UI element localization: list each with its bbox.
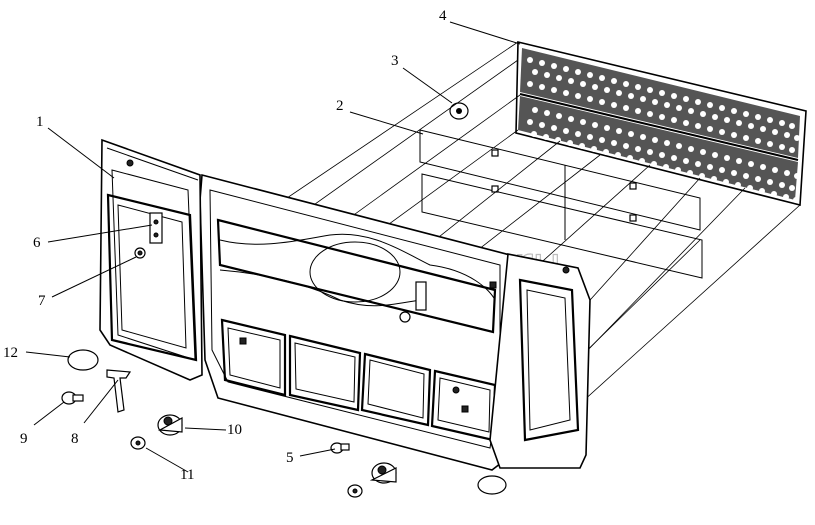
screw-9 bbox=[61, 391, 84, 405]
horn-lower bbox=[369, 462, 397, 484]
cap-left bbox=[67, 349, 99, 371]
callout-2: 2 bbox=[336, 98, 344, 114]
nut-7 bbox=[134, 247, 146, 259]
callout-10: 10 bbox=[227, 422, 242, 438]
callout-1: 1 bbox=[36, 114, 44, 130]
nut-11 bbox=[130, 436, 146, 450]
callout-3: 3 bbox=[391, 53, 399, 69]
right-side-panel bbox=[489, 253, 591, 469]
front-panel-frame bbox=[199, 173, 511, 471]
latch bbox=[106, 369, 132, 413]
callout-6: 6 bbox=[33, 235, 41, 251]
nut-lower bbox=[347, 484, 363, 498]
spacer-panels bbox=[419, 129, 703, 279]
cap-right bbox=[477, 475, 507, 495]
callout-12: 12 bbox=[3, 345, 18, 361]
callout-9: 9 bbox=[20, 431, 28, 447]
callouts: 1 2 3 4 5 6 7 8 9 10 11 12 bbox=[3, 8, 447, 483]
washer bbox=[449, 102, 469, 120]
callout-7: 7 bbox=[38, 293, 46, 309]
callout-11: 11 bbox=[180, 467, 194, 483]
bracket bbox=[149, 212, 163, 244]
grille-mesh bbox=[515, 40, 807, 207]
bolt-5 bbox=[330, 442, 350, 454]
callout-8: 8 bbox=[71, 431, 79, 447]
callout-4: 4 bbox=[439, 8, 447, 24]
left-side-panel bbox=[99, 138, 203, 381]
leader-lines bbox=[25, 21, 521, 473]
horn-10 bbox=[157, 414, 183, 436]
callout-5: 5 bbox=[286, 450, 294, 466]
